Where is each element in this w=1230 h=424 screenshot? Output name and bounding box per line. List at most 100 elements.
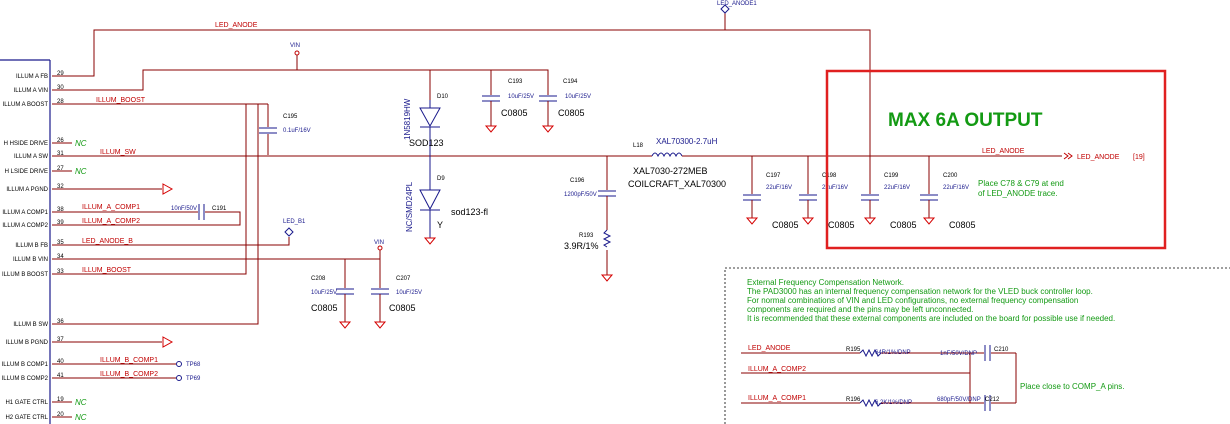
- ic-pin-number: 41: [57, 373, 64, 379]
- tp69-label: TP69: [186, 376, 201, 382]
- net-label-led-anode1: LED_ANODE1: [717, 1, 757, 7]
- c197-val: 22uF/16V: [766, 185, 792, 191]
- c195-ref: C195: [283, 114, 298, 120]
- d10-part: 1N5819HW: [403, 98, 412, 140]
- comp-comp2: ILLUM_A_COMP2: [748, 366, 806, 373]
- ic-pin-number: 32: [57, 184, 64, 190]
- comp-comp1: ILLUM_A_COMP1: [748, 395, 806, 402]
- c199-val: 22uF/16V: [884, 185, 910, 191]
- ic-pin-number: 30: [57, 85, 64, 91]
- illum-boost2-label: ILLUM_BOOST: [82, 267, 132, 274]
- ic-pin-number: 31: [57, 151, 64, 157]
- led-anode-top-rail: LED_ANODE LED_ANODE1: [52, 1, 871, 160]
- r196-val: 6.2K/1%/DNP: [875, 400, 912, 406]
- ground-symbol: [745, 217, 759, 225]
- ic-pin-number: 27: [57, 166, 64, 172]
- vin-rail: VIN: [52, 43, 549, 100]
- box-title: MAX 6A OUTPUT: [888, 110, 1043, 131]
- ic-pin-name: ILLUM A FB: [16, 74, 48, 80]
- c207-ref: C207: [396, 276, 411, 282]
- d10-pkg: SOD123: [409, 138, 444, 148]
- ic-pin-number: 38: [57, 207, 64, 213]
- r195-ref: R195: [846, 347, 861, 353]
- ic-pin-name: ILLUM A COMP2: [2, 223, 48, 229]
- ic-pin-number: 33: [57, 269, 64, 275]
- led-b1-label: LED_B1: [283, 219, 306, 225]
- c191-val: 10nF/50V: [171, 206, 197, 212]
- nc-3: NC: [75, 398, 87, 407]
- pgnd-a: [52, 183, 174, 195]
- r195-val: 64R/1%/DNP: [875, 350, 911, 356]
- d9-diode: D9 NC/SMD24PL sod123-fl Y: [405, 156, 488, 245]
- ic-pin-number: 40: [57, 359, 64, 365]
- ic-pin-name: ILLUM B BOOST: [2, 272, 48, 278]
- ic-pin-name: ILLUM B PGND: [6, 340, 49, 346]
- net-label-illum-boost: ILLUM_BOOST: [96, 97, 146, 104]
- c208-pkg: C0805: [311, 303, 338, 313]
- illum-boost-b: ILLUM_BOOST: [52, 104, 247, 275]
- c210-val: 1nF/50V/DNP: [940, 351, 977, 357]
- tp68-label: TP68: [186, 362, 201, 368]
- max-output-box: MAX 6A OUTPUT Place C78 & C79 at end of …: [825, 69, 1167, 250]
- l18-ref: L18: [633, 143, 644, 149]
- c208-ref: C208: [311, 276, 326, 282]
- c210-ref: C210: [994, 347, 1009, 353]
- led-anode-b-label: LED_ANODE_B: [82, 238, 133, 245]
- c207-pkg: C0805: [389, 303, 416, 313]
- ic-pin-name: ILLUM A SW: [14, 154, 48, 160]
- l18-val: XAL70300-2.7uH: [656, 137, 718, 146]
- vin-b: VIN: [52, 240, 384, 288]
- c208: C208 10uF/25V C0805: [311, 276, 354, 329]
- c212-val: 680pF/50V/DNP: [937, 397, 981, 403]
- c195-val: 0.1uF/16V: [283, 128, 311, 134]
- comp2-label: ILLUM_A_COMP2: [82, 218, 140, 225]
- d9-part: NC/SMD24PL: [405, 181, 414, 232]
- illum-sw-line: ILLUM_SW: [52, 149, 652, 157]
- ic-pin-name: ILLUM A PGND: [6, 187, 48, 193]
- d10-diode: D10 1N5819HW SOD123: [403, 94, 449, 156]
- ground-symbol: [801, 217, 815, 225]
- ic-pin-number: 26: [57, 138, 64, 144]
- ext-note-4: components are required and the pins may…: [747, 305, 973, 314]
- ic-pin-name: H2 GATE CTRL: [5, 415, 48, 421]
- c194-ref: C194: [563, 79, 578, 85]
- ic-pin-number: 20: [57, 412, 64, 418]
- c212-ref: C212: [985, 397, 1000, 403]
- l18-inductor: L18 XAL70300-2.7uH XAL7030-272MEB COILCR…: [628, 137, 1000, 189]
- l18-part: XAL7030-272MEB: [633, 166, 708, 176]
- comp-led-anode: LED_ANODE: [748, 345, 791, 352]
- c194-pkg: C0805: [558, 108, 585, 118]
- c195: ILLUM_BOOST C195 0.1uF/16V: [52, 97, 311, 325]
- ic-pin-number: 36: [57, 319, 64, 325]
- c197-ref: C197: [766, 173, 781, 179]
- c193: C193 10uF/25V C0805: [482, 79, 534, 133]
- ic-pin-number: 39: [57, 220, 64, 226]
- c200-val: 22uF/16V: [943, 185, 969, 191]
- c194: C194 10uF/25V C0805: [539, 79, 591, 133]
- c193-val: 10uF/25V: [508, 94, 534, 100]
- r193-ref: R193: [579, 233, 594, 239]
- led-anode-b: LED_ANODE_B LED_B1: [52, 219, 306, 246]
- ic-pin-number: 19: [57, 397, 64, 403]
- d9-y: Y: [437, 220, 443, 230]
- ext-note-1: External Frequency Compensation Network.: [747, 278, 904, 287]
- nc-1: NC: [75, 139, 87, 148]
- net-label-illum-sw: ILLUM_SW: [100, 149, 136, 156]
- ic-pin-name: ILLUM A VIN: [14, 88, 48, 94]
- output-net: LED_ANODE LED_ANODE [19]: [982, 148, 1145, 161]
- ground-symbol: [863, 217, 877, 225]
- c208-val: 10uF/25V: [311, 290, 337, 296]
- ic-pin-number: 29: [57, 71, 64, 77]
- c196-val: 1200pF/50V: [564, 192, 597, 198]
- out-net-flag: LED_ANODE: [1077, 154, 1120, 161]
- snubber: C196 1200pF/50V R193 3.9R/1%: [564, 156, 616, 282]
- comp-network: LED_ANODE R195 64R/1%/DNP C210 1nF/50V/D…: [741, 345, 1125, 411]
- c207: C207 10uF/25V C0805: [371, 276, 422, 329]
- c207-val: 10uF/25V: [396, 290, 422, 296]
- c199-pkg: C0805: [890, 220, 917, 230]
- ic-pin-name: H LSIDE DRIVE: [5, 169, 48, 175]
- c191-comp: ILLUM_A_COMP1 ILLUM_A_COMP2 C191 10nF/50…: [52, 204, 241, 226]
- ext-comp-box: External Frequency Compensation Network.…: [724, 267, 1230, 424]
- nc-4: NC: [75, 413, 87, 422]
